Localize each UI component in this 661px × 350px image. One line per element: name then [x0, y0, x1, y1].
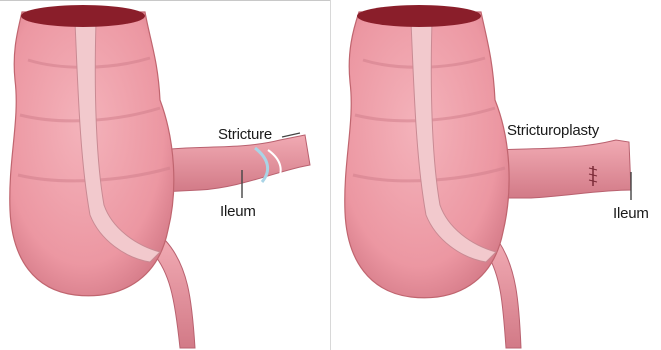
colon-stricture-illustration [0, 0, 330, 350]
label-ileum: Ileum [220, 203, 256, 220]
panel-stricturoplasty: Stricturoplasty Ileum [331, 0, 661, 350]
colon-opening [357, 5, 481, 27]
label-stricturoplasty: Stricturoplasty [507, 122, 599, 139]
colon-stricturoplasty-illustration [331, 0, 661, 350]
panel-stricture: Stricture Ileum [0, 0, 330, 350]
ileum [160, 135, 310, 192]
label-ileum: Ileum [613, 205, 649, 222]
label-stricture: Stricture [218, 126, 272, 143]
ileum [496, 140, 631, 198]
colon-opening [21, 5, 145, 27]
